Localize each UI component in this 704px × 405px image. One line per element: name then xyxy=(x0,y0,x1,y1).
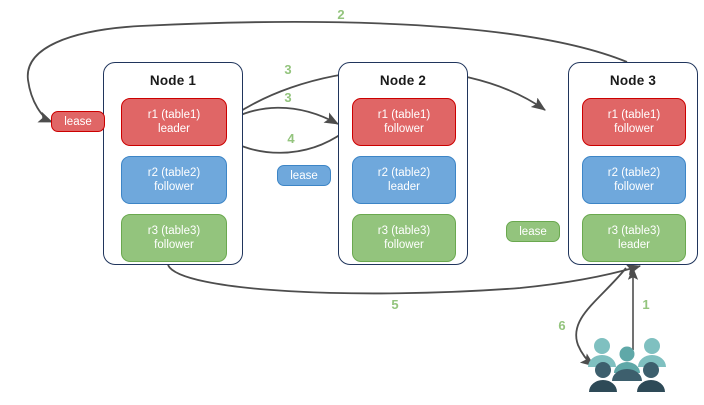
lease-box-r3[interactable]: lease xyxy=(506,221,560,242)
replica-n3r2[interactable]: r2 (table2) follower xyxy=(582,156,686,204)
edge-step-5 xyxy=(167,264,642,295)
replica-n2r1[interactable]: r1 (table1) follower xyxy=(352,98,456,146)
replica-role-label: leader xyxy=(618,239,650,251)
replica-role-label: follower xyxy=(154,181,194,193)
lease-label: lease xyxy=(290,169,318,182)
step-label-1: 1 xyxy=(642,297,650,312)
replica-range-label: r3 (table3) xyxy=(147,225,201,237)
lease-box-r1[interactable]: lease xyxy=(51,111,105,132)
step-label-3a: 3 xyxy=(284,62,292,77)
step-label-4: 4 xyxy=(287,131,295,146)
replica-range-label: r3 (table3) xyxy=(607,225,661,237)
step-label-3b: 3 xyxy=(284,90,292,105)
node-title: Node 1 xyxy=(149,73,197,88)
replica-range-label: r2 (table2) xyxy=(147,167,201,179)
replica-role-label: follower xyxy=(614,181,654,193)
replica-range-label: r1 (table1) xyxy=(147,109,201,121)
replica-role-label: leader xyxy=(388,181,420,193)
replica-n2r2[interactable]: r2 (table2) leader xyxy=(352,156,456,204)
replica-n1r2[interactable]: r2 (table2) follower xyxy=(121,156,227,204)
replica-range-label: r1 (table1) xyxy=(607,109,661,121)
replica-n3r3[interactable]: r3 (table3) leader xyxy=(582,214,686,262)
replica-role-label: leader xyxy=(158,123,190,135)
node-container-node2[interactable]: Node 2 r1 (table1) follower r2 (table2) … xyxy=(338,62,468,265)
replica-n3r1[interactable]: r1 (table1) follower xyxy=(582,98,686,146)
step-label-2: 2 xyxy=(337,7,345,22)
node-title: Node 2 xyxy=(379,73,427,88)
replica-range-label: r3 (table3) xyxy=(377,225,431,237)
replica-n2r3[interactable]: r3 (table3) follower xyxy=(352,214,456,262)
replica-n1r3[interactable]: r3 (table3) follower xyxy=(121,214,227,262)
replica-role-label: follower xyxy=(384,123,424,135)
users-icon xyxy=(588,338,666,392)
node-container-node1[interactable]: Node 1 r1 (table1) leader r2 (table2) fo… xyxy=(103,62,243,265)
replica-range-label: r1 (table1) xyxy=(377,109,431,121)
replica-n1r1[interactable]: r1 (table1) leader xyxy=(121,98,227,146)
replica-role-label: follower xyxy=(384,239,424,251)
replica-range-label: r2 (table2) xyxy=(607,167,661,179)
replica-range-label: r2 (table2) xyxy=(377,167,431,179)
replica-role-label: follower xyxy=(154,239,194,251)
step-label-6: 6 xyxy=(558,318,566,333)
node-title: Node 3 xyxy=(609,73,657,88)
lease-label: lease xyxy=(64,115,92,128)
lease-label: lease xyxy=(519,225,547,238)
replica-role-label: follower xyxy=(614,123,654,135)
lease-box-r2[interactable]: lease xyxy=(277,165,331,186)
node-container-node3[interactable]: Node 3 r1 (table1) follower r2 (table2) … xyxy=(568,62,698,265)
step-label-5: 5 xyxy=(391,297,399,312)
